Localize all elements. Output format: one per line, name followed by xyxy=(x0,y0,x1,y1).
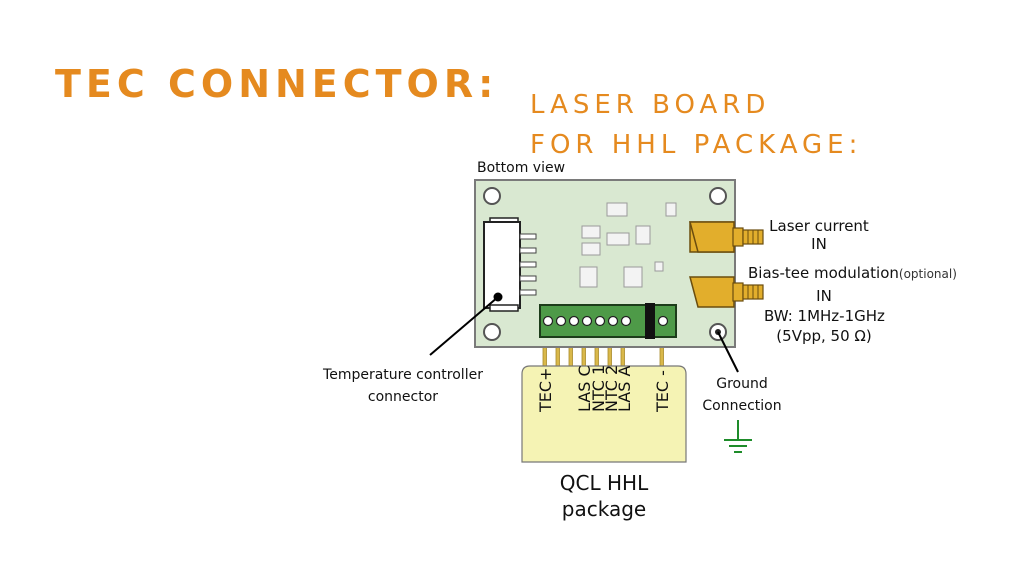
board-title-line2: FOR HHL PACKAGE: xyxy=(530,130,863,160)
temperature-controller-label: Temperature controller connector xyxy=(318,364,488,408)
amplitude-label: (5Vpp, 50 Ω) xyxy=(776,327,872,345)
bias-tee-details: IN BW: 1MHz-1GHz (5Vpp, 50 Ω) xyxy=(764,286,885,346)
pin-label-ntc-2: NTC 2 xyxy=(602,365,621,412)
ground-symbol-icon xyxy=(724,420,752,453)
package-line1: QCL HHL xyxy=(559,471,649,495)
laser-current-line2: IN xyxy=(811,235,827,253)
package-pin-labels: TEC+ LAS C NTC 1 NTC 2 LAS A TEC - xyxy=(536,365,672,413)
temperature-controller-connector-graphic xyxy=(483,217,537,312)
package-label: QCL HHL package xyxy=(520,470,688,522)
bias-tee-optional: (optional) xyxy=(898,267,957,281)
smd-components xyxy=(579,202,677,288)
ground-line2: Connection xyxy=(702,398,782,414)
laser-current-label: Laser current IN xyxy=(764,217,874,253)
laser-current-line1: Laser current xyxy=(769,217,869,235)
qcl-hhl-package xyxy=(521,365,687,463)
ground-connection-label: Ground Connection xyxy=(690,373,794,417)
bias-tee-sma-connector xyxy=(689,276,764,308)
bias-tee-line2: IN xyxy=(816,287,832,305)
pin-label-las-c: LAS C xyxy=(575,365,594,412)
bias-tee-line1: Bias-tee modulation xyxy=(748,264,899,282)
mounting-holes xyxy=(483,187,727,341)
bottom-view-label: Bottom view xyxy=(477,160,566,176)
bandwidth-label: BW: 1MHz-1GHz xyxy=(764,307,885,325)
bias-tee-label: Bias-tee modulation(optional) xyxy=(748,264,957,282)
pin-label-las-a: LAS A xyxy=(615,366,634,412)
ground-leader-line xyxy=(717,331,739,373)
package-line2: package xyxy=(561,497,647,521)
main-title: TEC CONNECTOR: xyxy=(55,62,499,106)
laser-current-sma-connector xyxy=(689,221,764,253)
board-title-line1: LASER BOARD xyxy=(530,90,771,120)
pin-label-tec-minus: TEC - xyxy=(653,370,672,413)
temp-ctrl-line2: connector xyxy=(367,389,439,405)
ground-line1: Ground xyxy=(716,376,768,392)
temp-ctrl-line1: Temperature controller xyxy=(323,367,483,383)
terminal-block xyxy=(539,303,677,339)
pin-label-ntc-1: NTC 1 xyxy=(589,365,608,412)
temp-connector-leader-line xyxy=(429,296,499,356)
pin-label-tec-plus: TEC+ xyxy=(536,368,555,413)
